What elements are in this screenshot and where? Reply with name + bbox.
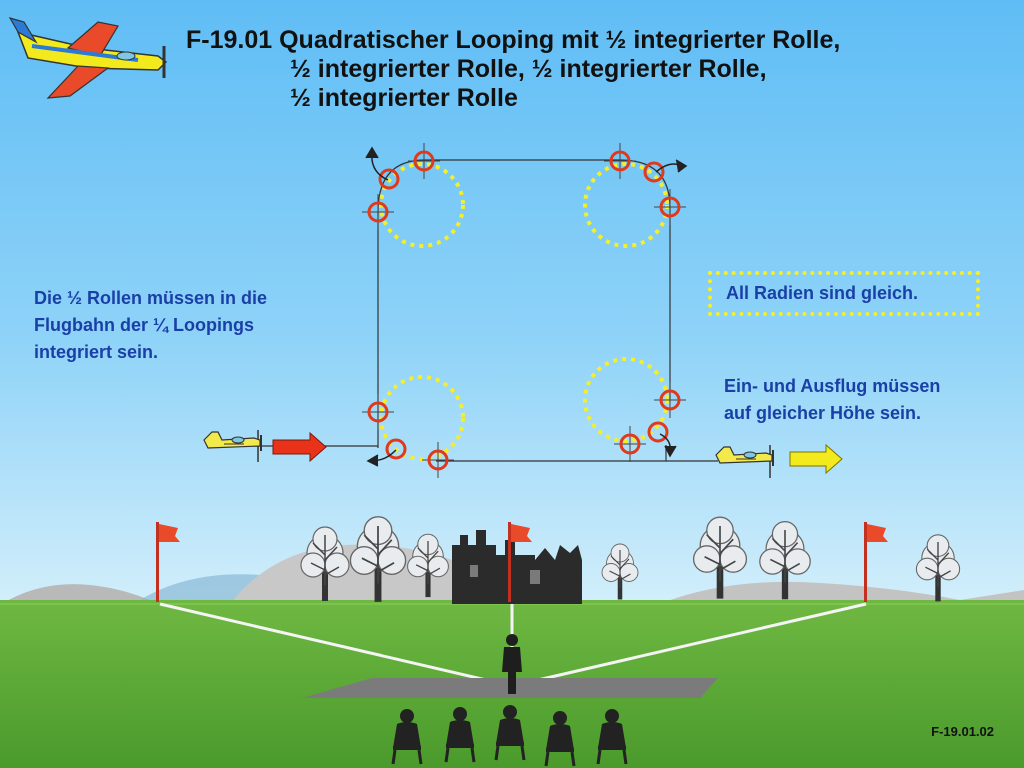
roll-arrow (365, 146, 688, 467)
title-line-2: ½ integrierter Rolle, ½ integrierter Rol… (290, 55, 767, 83)
title-line-3: ½ integrierter Rolle (290, 84, 518, 112)
castle-icon (452, 530, 582, 604)
pilot-icon (502, 634, 522, 694)
entry-arrow (272, 431, 327, 463)
rolls-note-line-1: Die ½ Rollen müssen in die (34, 288, 268, 308)
radius-circles (379, 162, 669, 461)
hill (0, 584, 170, 605)
sky (0, 0, 1024, 620)
rolls-note-line-3: integriert sein. (34, 342, 159, 362)
title-line-1: F-19.01 Quadratischer Looping mit ½ inte… (186, 26, 841, 54)
entry-exit-note-line-1: Ein- und Ausflug müssen (724, 376, 941, 396)
aerobatic-plane-icon (8, 17, 168, 99)
radii-note: All Radien sind gleich. (708, 271, 980, 316)
radii-note-text: All Radien sind gleich. (726, 283, 919, 303)
entry-exit-note: Ein- und Ausflug müssen auf gleicher Höh… (724, 373, 940, 427)
rolls-note-line-2: Flugbahn der ¼ Loopings (34, 315, 254, 335)
figure-code: F-19.01.02 (931, 724, 994, 739)
rolls-note: Die ½ Rollen müssen in die Flugbahn der … (34, 285, 267, 366)
page-title: F-19.01 Quadratischer Looping mit ½ inte… (186, 26, 840, 113)
exit-arrow (789, 443, 843, 475)
entry-exit-note-line-2: auf gleicher Höhe sein. (724, 403, 922, 423)
hill (660, 581, 1024, 604)
